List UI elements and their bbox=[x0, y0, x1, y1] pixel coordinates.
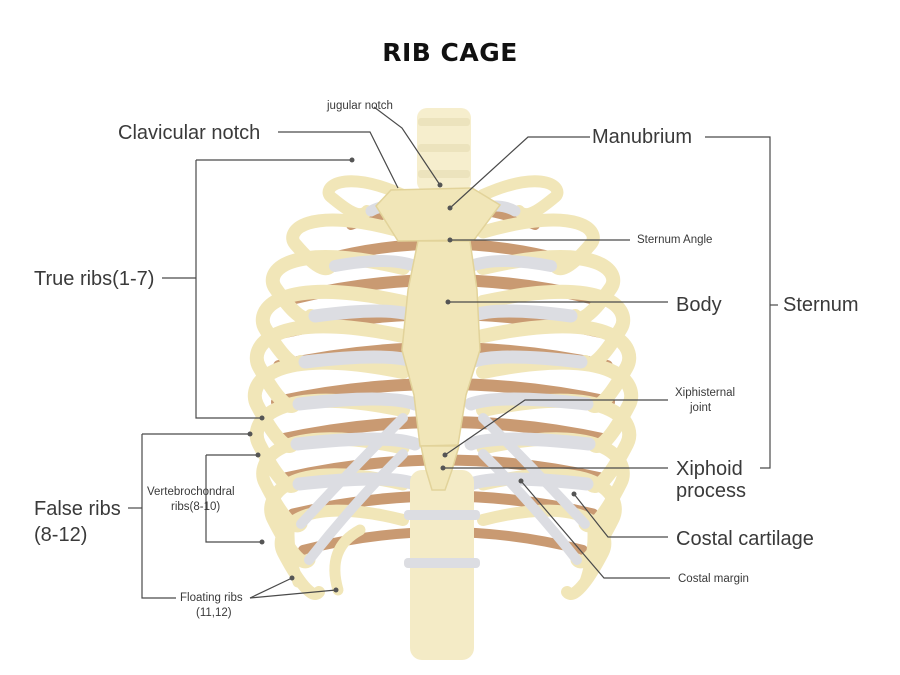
leader-line bbox=[278, 131, 399, 189]
costal-cartilage bbox=[290, 432, 422, 451]
costal-cartilage bbox=[464, 350, 588, 369]
costal-cartilage bbox=[465, 255, 557, 272]
false-ribs-label-line1: False ribs bbox=[34, 498, 121, 520]
cervical-disc bbox=[418, 170, 470, 178]
false-ribs-label-line2: (8-12) bbox=[34, 524, 88, 546]
leader-dot bbox=[349, 157, 355, 163]
leader-dot bbox=[333, 587, 339, 593]
vertebral-column bbox=[404, 108, 480, 660]
costal-cartilage bbox=[464, 392, 594, 411]
intervertebral-disc bbox=[404, 558, 480, 568]
leader-dot bbox=[447, 205, 453, 211]
costal-cartilage bbox=[464, 304, 578, 323]
floating-rib bbox=[283, 514, 304, 588]
sternum-label: Sternum bbox=[783, 294, 859, 316]
rib-bone bbox=[476, 213, 600, 275]
vertebrochondral-ribs-label-line1: Vertebrochondral bbox=[147, 486, 235, 498]
intervertebral-disc bbox=[404, 510, 480, 520]
leader-line bbox=[195, 160, 262, 419]
vertebrochondral-ribs-label-line2: ribs(8-10) bbox=[171, 501, 221, 513]
costal-cartilage bbox=[298, 350, 422, 369]
rib-bone bbox=[476, 250, 621, 326]
sternum-body-shape bbox=[401, 240, 481, 447]
leader-line bbox=[249, 577, 293, 599]
sternum-bone bbox=[375, 187, 502, 491]
leader-line bbox=[141, 434, 176, 599]
leader-line bbox=[573, 493, 668, 538]
manubrium-label: Manubrium bbox=[592, 126, 693, 148]
sternum-angle-label: Sternum Angle bbox=[637, 234, 713, 246]
leader-dot bbox=[442, 452, 448, 458]
costal-margin-label: Costal margin bbox=[678, 573, 749, 585]
rib-bone bbox=[322, 175, 409, 221]
rib-bone bbox=[286, 213, 410, 275]
costal-cartilage bbox=[478, 449, 582, 565]
leader-line bbox=[373, 106, 441, 186]
leader-line bbox=[444, 399, 668, 456]
clavicular-notch-label: Clavicular notch bbox=[118, 122, 261, 144]
costal-cartilage bbox=[304, 449, 408, 565]
floating-ribs-label-line1: Floating ribs bbox=[180, 592, 243, 604]
costal-cartilage bbox=[478, 413, 590, 529]
costal-cartilage-label: Costal cartilage bbox=[676, 528, 814, 550]
leader-line bbox=[205, 455, 262, 543]
costal-cartilage bbox=[292, 392, 422, 411]
xiphisternal-joint-label-line1: Xiphisternal bbox=[675, 387, 736, 399]
body-label: Body bbox=[676, 294, 722, 316]
leader-dot bbox=[247, 431, 253, 437]
leader-dot bbox=[259, 415, 265, 421]
leader-dot bbox=[259, 539, 265, 545]
leader-lines bbox=[128, 106, 778, 599]
leader-dot bbox=[571, 491, 577, 497]
rib-bone bbox=[274, 504, 409, 600]
leader-line bbox=[449, 136, 590, 209]
jugular-notch-label: jugular notch bbox=[327, 100, 393, 112]
leader-line bbox=[705, 136, 771, 469]
leader-dot bbox=[445, 299, 451, 305]
floating-rib bbox=[329, 524, 366, 596]
leader-dot bbox=[440, 465, 446, 471]
floating-rib bbox=[579, 514, 599, 588]
rib-bone bbox=[477, 504, 612, 600]
leader-dot bbox=[437, 182, 443, 188]
leader-dot bbox=[518, 478, 524, 484]
costal-cartilage bbox=[308, 304, 422, 323]
leader-dot bbox=[255, 452, 261, 458]
cervical-disc bbox=[418, 118, 470, 126]
costal-cartilage bbox=[296, 413, 408, 529]
costal-cartilage bbox=[329, 255, 421, 272]
leader-dot bbox=[447, 237, 453, 243]
costal-cartilage bbox=[464, 472, 594, 491]
true-ribs-label: True ribs(1-7) bbox=[34, 268, 155, 290]
xiphisternal-joint-label-line2: joint bbox=[690, 402, 712, 414]
leader-dot bbox=[289, 575, 295, 581]
page-title: RIB CAGE bbox=[382, 38, 518, 67]
costal-cartilage bbox=[292, 472, 422, 491]
rib-bone bbox=[477, 175, 564, 221]
rib-bone bbox=[265, 250, 410, 326]
leader-line bbox=[249, 589, 337, 599]
costal-cartilage bbox=[464, 432, 596, 451]
xiphoid-process-label-line1: Xiphoid bbox=[676, 458, 743, 480]
leader-line bbox=[520, 480, 670, 579]
cervical-disc bbox=[418, 144, 470, 152]
xiphoid-process-label-line2: process bbox=[676, 480, 747, 502]
floating-ribs-label-line2: (11,12) bbox=[196, 607, 232, 619]
